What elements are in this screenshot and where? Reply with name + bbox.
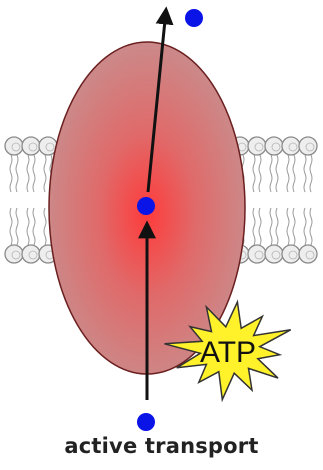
- right-lipid-tail: [253, 208, 255, 245]
- right-lipid-head: [282, 245, 300, 263]
- left-lipid-tail: [10, 155, 12, 192]
- right-lipid-tail: [293, 208, 295, 245]
- right-lipid-tail: [276, 155, 278, 192]
- left-lipid-tail: [16, 208, 18, 245]
- right-lipid-tail: [310, 155, 312, 192]
- diagram-caption: active transport: [0, 434, 323, 458]
- right-lipid-tail: [304, 208, 306, 245]
- left-lipid-tail: [33, 155, 35, 192]
- left-lipid-tail: [44, 208, 46, 245]
- left-lipid-tail: [27, 208, 29, 245]
- atp-label: ATP: [200, 336, 256, 369]
- left-lipid-head: [22, 245, 40, 263]
- right-lipid-tail: [287, 155, 289, 192]
- right-lipid-head: [248, 137, 266, 155]
- left-lipid-tail: [44, 155, 46, 192]
- left-lipid-tail: [10, 208, 12, 245]
- right-lipid-tail: [293, 155, 295, 192]
- molecule-outside: [185, 9, 203, 27]
- left-lipid-head: [5, 137, 23, 155]
- left-lipid-head: [22, 137, 40, 155]
- right-lipid-head: [299, 245, 317, 263]
- left-lipid-tail: [27, 155, 29, 192]
- right-lipid-tail: [259, 208, 261, 245]
- right-lipid-tail: [310, 208, 312, 245]
- right-lipid-head: [265, 245, 283, 263]
- molecule-inside: [137, 413, 155, 431]
- right-lipid-head: [248, 245, 266, 263]
- left-lipid-tail: [33, 208, 35, 245]
- molecule-in-channel: [137, 197, 155, 215]
- right-lipid-tail: [270, 155, 272, 192]
- right-lipid-tail: [253, 155, 255, 192]
- right-lipid-tail: [287, 208, 289, 245]
- left-lipid-tail: [16, 155, 18, 192]
- right-lipid-tail: [276, 208, 278, 245]
- right-lipid-head: [299, 137, 317, 155]
- right-lipid-tail: [270, 208, 272, 245]
- right-lipid-tail: [259, 155, 261, 192]
- right-lipid-tail: [304, 155, 306, 192]
- left-lipid-head: [5, 245, 23, 263]
- right-lipid-head: [282, 137, 300, 155]
- right-lipid-head: [265, 137, 283, 155]
